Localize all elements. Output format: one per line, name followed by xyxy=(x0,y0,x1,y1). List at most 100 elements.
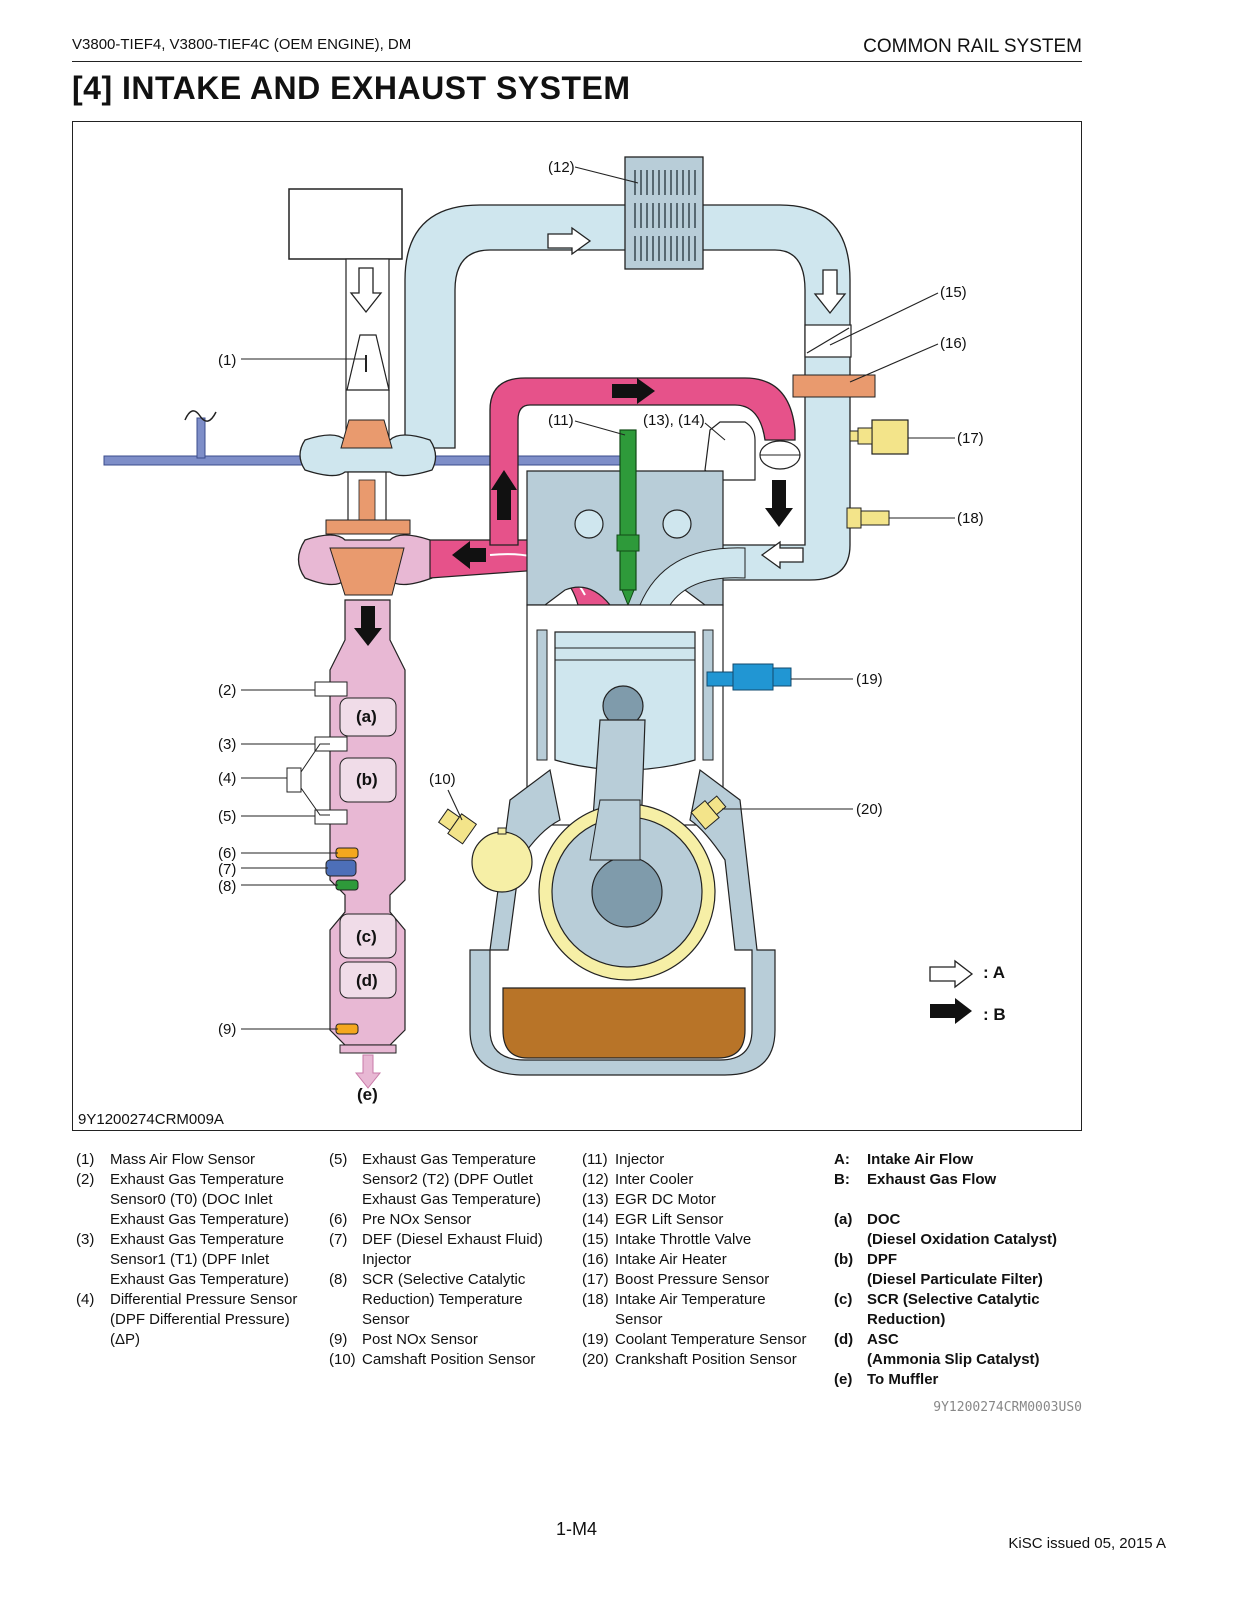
legend-row: Sensor xyxy=(582,1310,832,1330)
legend-num: B: xyxy=(834,1171,850,1188)
camshaft-gear xyxy=(471,831,533,893)
intake-air-heater xyxy=(792,374,876,398)
legend-row: A:Intake Air Flow xyxy=(834,1150,1084,1170)
legend-num: (16) xyxy=(582,1251,609,1268)
legend-text: Pre NOx Sensor xyxy=(362,1211,472,1228)
to-muffler-arrow xyxy=(354,1054,382,1089)
legend-row: B: Exhaust Gas Flow xyxy=(834,1170,1084,1190)
legend-text: Crankshaft Position Sensor xyxy=(615,1351,797,1368)
label-2: (2) xyxy=(218,682,236,699)
legend-row: (10)Camshaft Position Sensor xyxy=(329,1350,579,1370)
legend-num: (8) xyxy=(329,1271,348,1288)
legend-num xyxy=(834,1190,867,1210)
legend-num: (20) xyxy=(582,1351,609,1368)
legend-num: (3) xyxy=(76,1231,95,1248)
label-19: (19) xyxy=(856,671,883,688)
legend-num xyxy=(76,1210,110,1230)
exhaust-flow-arrow-down xyxy=(354,606,382,646)
legend-row: (8) SCR (Selective Catalytic xyxy=(329,1270,579,1290)
legend-num: (d) xyxy=(834,1331,854,1348)
intake-port xyxy=(639,547,746,606)
legend-column-4: A:Intake Air Flow B: Exhaust Gas Flow (a)… xyxy=(834,1150,1084,1390)
legend-text: Reduction) Temperature xyxy=(362,1291,523,1308)
legend-num: (e) xyxy=(834,1371,853,1388)
legend-text: Intake Throttle Valve xyxy=(615,1231,752,1248)
legend-row: (12)Inter Cooler xyxy=(582,1170,832,1190)
legend-row: Sensor2 (T2) (DPF Outlet xyxy=(329,1170,579,1190)
coolant-temperature-sensor xyxy=(706,671,734,687)
legend-text: To Muffler xyxy=(867,1371,939,1388)
legend-num xyxy=(834,1310,867,1330)
legend-row: (17) Boost Pressure Sensor xyxy=(582,1270,832,1290)
egr-flow-arrow-right xyxy=(612,378,655,404)
legend-row: (c)SCR (Selective Catalytic xyxy=(834,1290,1084,1310)
post-nox-sensor xyxy=(335,1023,359,1035)
label-12: (12) xyxy=(548,159,575,176)
legend-text: Camshaft Position Sensor xyxy=(362,1351,536,1368)
legend-row: (14)EGR Lift Sensor xyxy=(582,1210,832,1230)
legend-text: ASC xyxy=(867,1331,899,1348)
legend-num: (c) xyxy=(834,1291,853,1308)
legend-text: Sensor1 (T1) (DPF Inlet xyxy=(110,1251,270,1268)
legend-row: Sensor xyxy=(329,1310,579,1330)
legend-text: Boost Pressure Sensor xyxy=(615,1271,770,1288)
label-13-14: (13), (14) xyxy=(643,412,705,429)
diagram-frame xyxy=(72,121,1082,1131)
legend-num xyxy=(329,1170,362,1190)
legend-text: (Ammonia Slip Catalyst) xyxy=(867,1351,1040,1368)
legend-text: Exhaust Gas Temperature) xyxy=(110,1271,289,1288)
crankshaft-position-sensor xyxy=(690,795,727,830)
legend-text: EGR Lift Sensor xyxy=(615,1211,724,1228)
legend-text: Coolant Temperature Sensor xyxy=(615,1331,807,1348)
legend-num xyxy=(76,1270,110,1290)
legend-num: (a) xyxy=(834,1211,853,1228)
turbine-wheel xyxy=(329,547,405,596)
crankshaft xyxy=(591,856,663,928)
label-3: (3) xyxy=(218,736,236,753)
legend-row: (13)EGR DC Motor xyxy=(582,1190,832,1210)
legend-row: (b)DPF xyxy=(834,1250,1084,1270)
legend-column-2: (5)Exhaust Gas Temperature Sensor2 (T2) … xyxy=(329,1150,579,1370)
legend-text xyxy=(867,1190,1084,1210)
legend-text: Exhaust Gas Flow xyxy=(867,1171,997,1188)
legend-num xyxy=(834,1230,867,1250)
legend-text: Exhaust Gas Temperature xyxy=(110,1171,284,1188)
legend-row: Exhaust Gas Temperature) xyxy=(76,1270,326,1290)
label-b: (b) xyxy=(356,770,378,789)
legend-text: Exhaust Gas Temperature) xyxy=(110,1211,289,1228)
legend-text: (ΔP) xyxy=(110,1331,141,1348)
legend-num xyxy=(76,1190,110,1210)
legend-row: (7)DEF (Diesel Exhaust Fluid) xyxy=(329,1230,579,1250)
legend-num xyxy=(76,1250,110,1270)
legend-row: Reduction) Temperature xyxy=(329,1290,579,1310)
legend-text: Sensor0 (T0) (DOC Inlet xyxy=(110,1191,273,1208)
legend-num: (5) xyxy=(329,1151,348,1168)
oil-pan xyxy=(502,987,746,1059)
legend-num: (2) xyxy=(76,1171,95,1188)
legend-column-3: (11)Injector (12)Inter Cooler (13)EGR DC… xyxy=(582,1150,832,1370)
inter-cooler xyxy=(624,156,704,270)
intake-exhaust-diagram: (1) (2) (3) (4) (5) (6) (7) (8) (9) (10)… xyxy=(78,156,1006,1128)
legend-row: Reduction) xyxy=(834,1310,1084,1330)
legend-text: SCR (Selective Catalytic xyxy=(362,1271,526,1288)
legend-text: DEF (Diesel Exhaust Fluid) xyxy=(362,1231,543,1248)
legend-num: (6) xyxy=(329,1211,348,1228)
legend-text: Exhaust Gas Temperature xyxy=(110,1231,284,1248)
egr-flow-arrow-down xyxy=(765,480,793,527)
legend-num xyxy=(834,1350,867,1370)
legend-num: (17) xyxy=(582,1271,609,1288)
legend-num: (4) xyxy=(76,1291,95,1308)
egt-sensor-0 xyxy=(314,681,348,697)
egt-sensor-2 xyxy=(314,809,348,825)
legend-num: (18) xyxy=(582,1291,609,1308)
label-8: (8) xyxy=(218,878,236,895)
legend-text: Intake Air Flow xyxy=(867,1151,974,1168)
legend-num: (1) xyxy=(76,1151,95,1168)
legend-row: (ΔP) xyxy=(76,1330,326,1350)
def-injector xyxy=(325,859,357,877)
legend-row: (2) Exhaust Gas Temperature xyxy=(76,1170,326,1190)
legend-text: (Diesel Particulate Filter) xyxy=(867,1271,1043,1288)
legend-text: Post NOx Sensor xyxy=(362,1331,478,1348)
legend-label-b: : B xyxy=(983,1005,1006,1024)
label-6: (6) xyxy=(218,845,236,862)
